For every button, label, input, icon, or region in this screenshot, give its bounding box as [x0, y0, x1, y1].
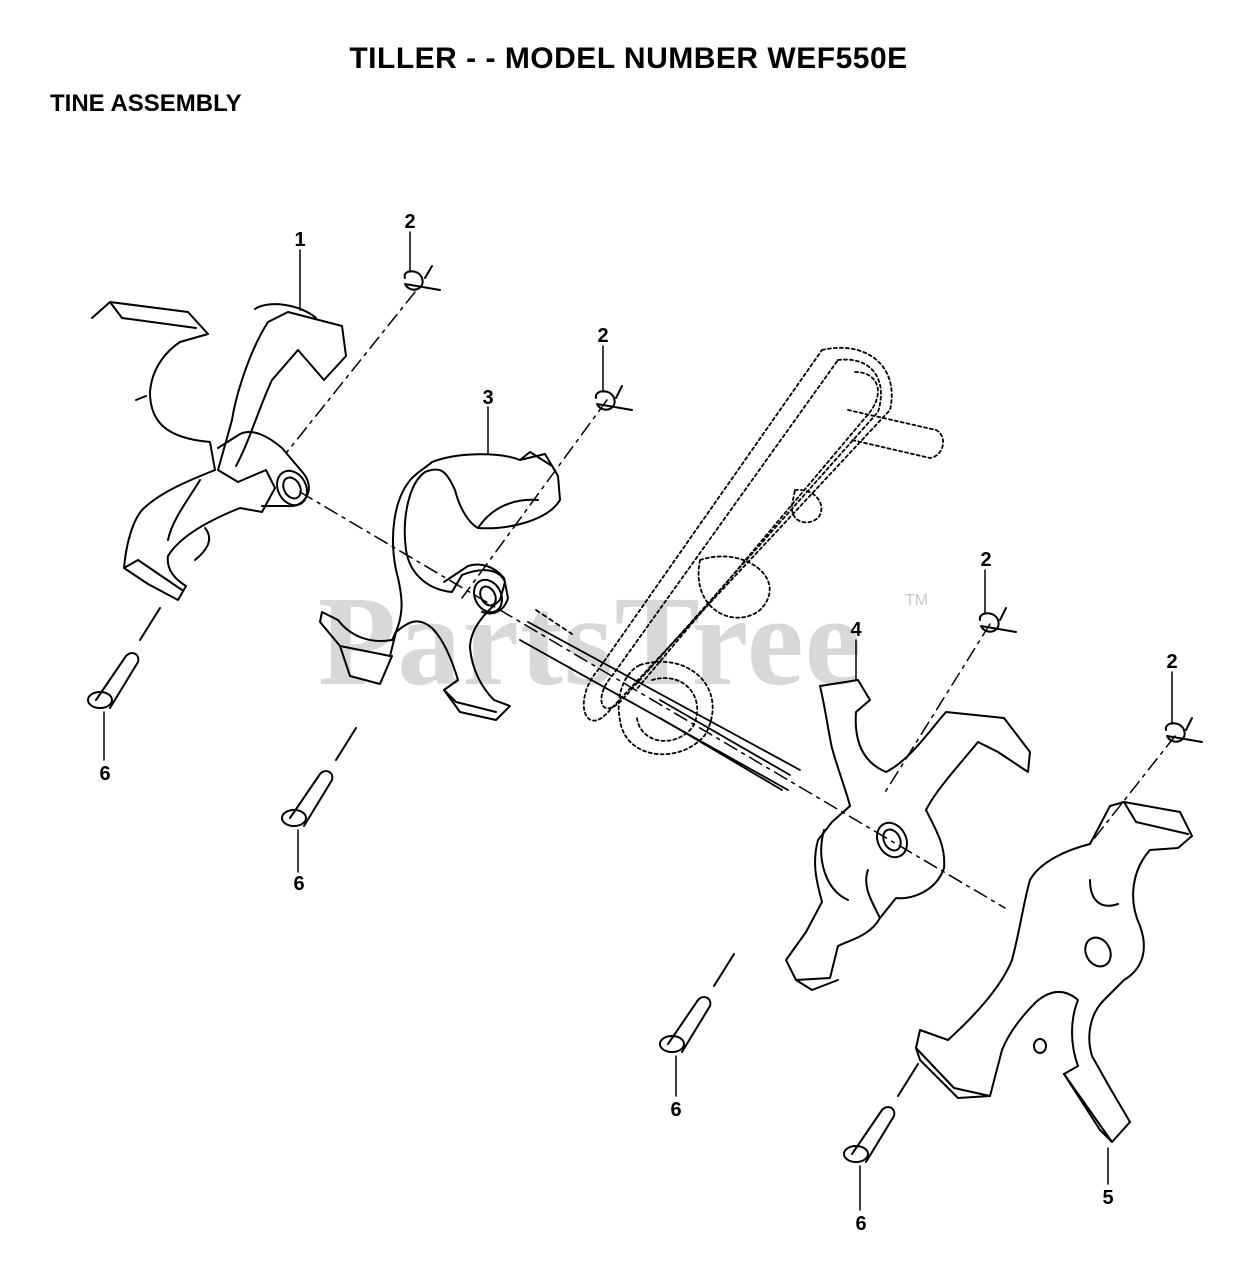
hairpin-clip — [403, 265, 441, 291]
tine-1-hub — [217, 430, 310, 508]
clevis-pin — [843, 1063, 919, 1163]
callout-2: 2 — [597, 325, 608, 347]
clevis-pin — [659, 953, 735, 1053]
tine-3 — [319, 451, 561, 721]
page-title: TILLER - - MODEL NUMBER WEF550E — [349, 42, 908, 75]
leader-lines — [103, 231, 1173, 1211]
callout-6: 6 — [855, 1213, 866, 1235]
trademark-mark: TM — [905, 592, 929, 609]
assembly-axis-lines — [286, 291, 1176, 909]
callout-1: 1 — [294, 229, 305, 251]
tine-shaft — [519, 609, 801, 791]
clevis-pin — [87, 607, 161, 709]
callout-2: 2 — [1166, 651, 1177, 673]
clevis-pin — [281, 727, 357, 827]
tine-3-hub — [443, 563, 509, 615]
hairpin-clip — [978, 607, 1017, 633]
tine-1 — [91, 301, 347, 601]
callout-4: 4 — [850, 619, 862, 641]
callout-2: 2 — [404, 211, 415, 233]
gearbox-housing — [582, 346, 944, 756]
section-title: TINE ASSEMBLY — [50, 90, 242, 117]
callout-2: 2 — [980, 549, 991, 571]
callout-5: 5 — [1102, 1187, 1113, 1209]
callout-6: 6 — [293, 873, 304, 895]
hairpin-clip — [594, 385, 633, 411]
tine-5 — [915, 801, 1193, 1143]
callout-3: 3 — [482, 387, 493, 409]
watermark-logo: PartsTree — [318, 570, 863, 712]
hairpin-clip — [1164, 717, 1203, 743]
tine-4 — [785, 679, 1031, 991]
callout-6: 6 — [670, 1099, 681, 1121]
callout-6: 6 — [99, 763, 110, 785]
